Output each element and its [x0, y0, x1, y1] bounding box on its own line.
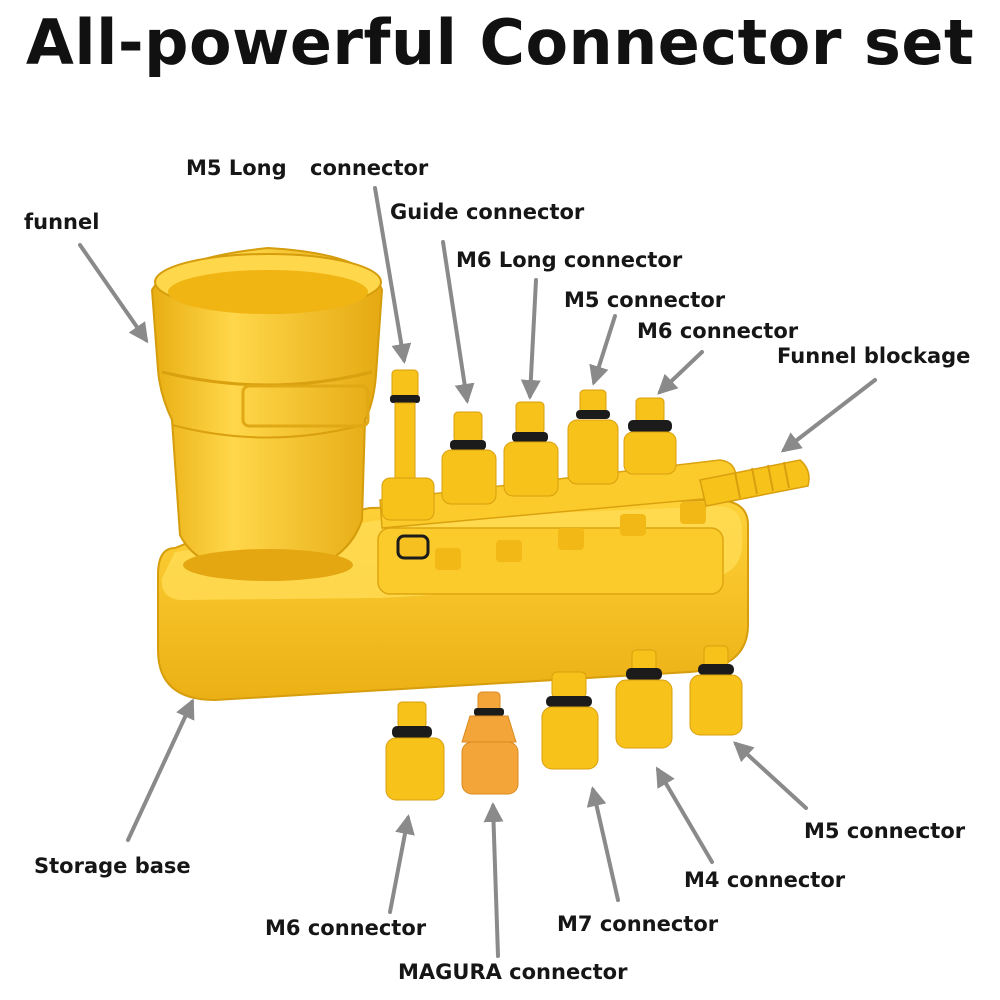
label-m6-long-connector: M6 Long connector [456, 248, 683, 272]
label-m7-connector: M7 connector [557, 912, 719, 936]
bottom-connectors [385, 645, 743, 801]
label-m5-long-connector: connector [310, 156, 429, 180]
arrow-icon [78, 186, 877, 958]
label-funnel-blockage: Funnel blockage [777, 344, 971, 368]
label-guide-connector: Guide connector [390, 200, 585, 224]
label-m5-connector-bottom: M5 connector [804, 819, 966, 843]
funnel-blockage [699, 459, 810, 507]
label-storage-base: Storage base [34, 854, 191, 878]
label-m6-connector-top: M6 connector [637, 319, 799, 343]
label-magura-connector: MAGURA connector [398, 960, 628, 984]
funnel-icon [150, 246, 384, 581]
label-funnel: funnel [24, 210, 100, 234]
label-m4-connector: M4 connector [684, 868, 846, 892]
label-m5-connector-top: M5 connector [564, 288, 726, 312]
label-m5-long: M5 Long [186, 156, 287, 180]
page-title: All-powerful Connector set [25, 6, 975, 79]
label-m6-connector-bottom: M6 connector [265, 916, 427, 940]
connector-icon [381, 369, 677, 521]
